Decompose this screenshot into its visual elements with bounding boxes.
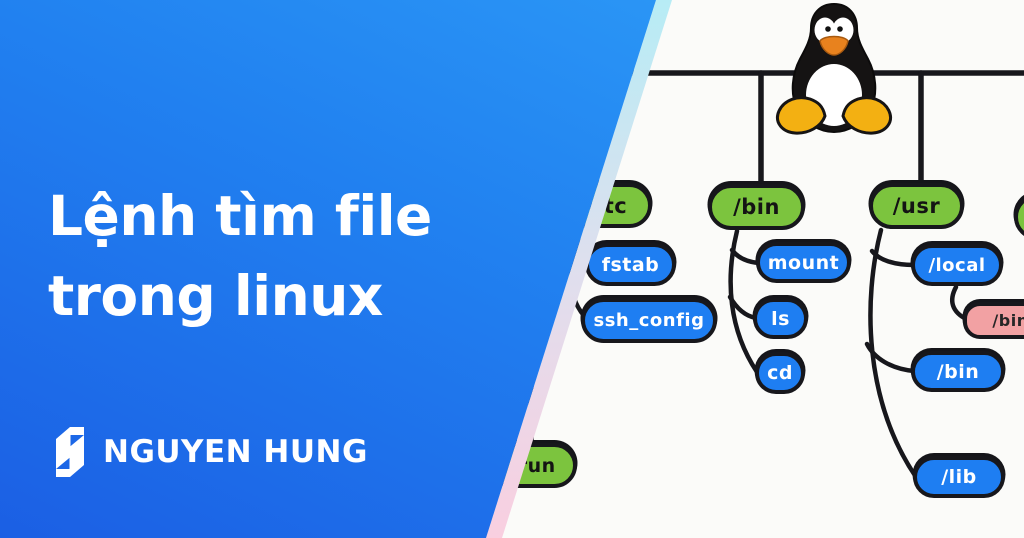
node-label: cd xyxy=(767,362,793,384)
connector-usr-local xyxy=(869,248,917,268)
tree-node-fstab: fstab xyxy=(585,243,676,286)
tree-node-usr: /usr xyxy=(869,183,964,229)
brand-logo: NGUYEN HUNG xyxy=(52,422,368,482)
tree-node-cd: cd xyxy=(755,352,805,394)
tux-penguin-icon xyxy=(776,2,892,135)
title-line-1: Lệnh tìm file xyxy=(48,184,432,248)
tree-node-ssh-config: ssh_config xyxy=(581,298,717,343)
tree-node-local: /local xyxy=(911,244,1003,286)
node-label: /lib xyxy=(941,466,977,488)
connector-bin-mount xyxy=(729,247,762,266)
tree-node-lib: /lib xyxy=(913,456,1005,498)
node-label: ls xyxy=(771,307,790,330)
tree-node-bin: /bin xyxy=(708,184,805,230)
node-label: fstab xyxy=(601,253,660,276)
node-label: /bin xyxy=(936,360,980,383)
node-label: /usr xyxy=(892,194,941,218)
node-label: ssh_config xyxy=(593,310,705,331)
brand-name: NGUYEN HUNG xyxy=(103,434,368,470)
tree-node-usr-bin: /bin xyxy=(911,351,1005,392)
node-label: /local xyxy=(928,254,986,276)
tree-node-mount: mount xyxy=(756,242,851,283)
tree-node-local-bin: /bin xyxy=(963,302,1024,339)
tree-node-ls: ls xyxy=(753,298,808,339)
node-label: mount xyxy=(767,251,840,274)
page-title: Lệnh tìm file trong linux xyxy=(48,176,432,336)
title-line-2: trong linux xyxy=(48,264,383,328)
brand-logo-icon xyxy=(56,427,84,477)
connector-usr-bin2 xyxy=(864,341,917,374)
node-label: /bin xyxy=(733,195,780,219)
node-label: /bin xyxy=(992,311,1024,330)
